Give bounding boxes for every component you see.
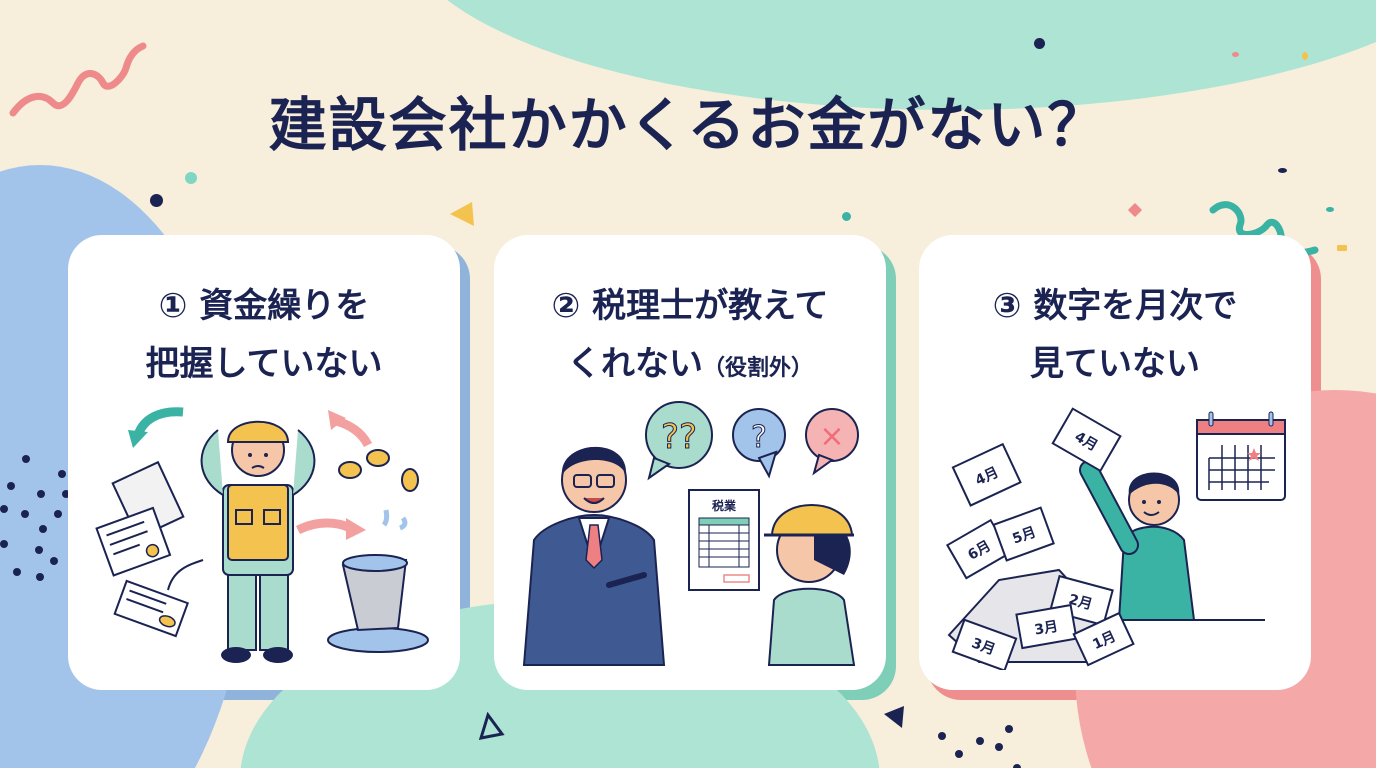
confetti-dot	[1127, 202, 1143, 218]
outline-triangle-icon	[478, 712, 505, 740]
card-line1: 税理士が教えて	[592, 286, 829, 326]
confetti-dot	[1302, 52, 1308, 60]
svg-text:2月: 2月	[1067, 592, 1094, 614]
confetti-dot	[1337, 245, 1347, 251]
calendar-icon	[1196, 411, 1286, 501]
worried-worker-illustration	[95, 407, 429, 663]
card-line1: 数字を月次で	[1033, 286, 1238, 326]
confetti-dot	[185, 172, 197, 184]
confetti-dot	[150, 194, 163, 207]
svg-text:3月: 3月	[969, 635, 997, 658]
card-line2: くれない	[566, 344, 703, 384]
confetti-dot	[842, 212, 851, 221]
card-number: ③	[992, 286, 1022, 326]
confetti-dot	[1232, 52, 1239, 57]
confetti-dot	[1034, 38, 1045, 49]
card-number: ①	[158, 286, 188, 326]
bubble-text: ?	[751, 420, 767, 455]
card-note: （役割外）	[702, 356, 813, 381]
bubble-text: ??	[661, 417, 697, 457]
card-title: ① 資金繰りを 把握していない	[68, 277, 460, 393]
card-line1: 資金繰りを	[199, 286, 370, 326]
monthly-papers-illustration: 4月 4月 6月 5月 2月 3月 1月 3月	[945, 407, 1286, 670]
tax-accountant-illustration: ?? ? × 税業	[522, 401, 859, 666]
confetti-dot	[1278, 168, 1287, 173]
card-tax-accountant: ② 税理士が教えて くれない（役割外） ?? ? × 税業	[494, 235, 896, 700]
card-title: ② 税理士が教えて くれない（役割外）	[494, 277, 886, 398]
pink-squiggle-icon	[9, 42, 147, 117]
confetti-dot	[1326, 207, 1334, 212]
bubble-text: ×	[819, 419, 844, 454]
yellow-triangle-icon	[450, 202, 474, 226]
card-line2: 見ていない	[1030, 344, 1200, 384]
card-cash-flow: ① 資金繰りを 把握していない	[68, 235, 470, 700]
card-line2: 把握していない	[145, 344, 383, 384]
card-number: ②	[551, 286, 581, 326]
card-monthly-numbers: ③ 数字を月次で 見ていない 4月 4月 6月 5	[919, 235, 1321, 700]
page-title: 建設会社かかくるお金がない？	[268, 91, 1108, 159]
card-title: ③ 数字を月次で 見ていない	[919, 277, 1311, 393]
document-label: 税業	[712, 498, 737, 513]
svg-text:5月: 5月	[1010, 524, 1038, 547]
navy-triangle-icon	[884, 706, 904, 728]
svg-text:3月: 3月	[1033, 619, 1059, 639]
